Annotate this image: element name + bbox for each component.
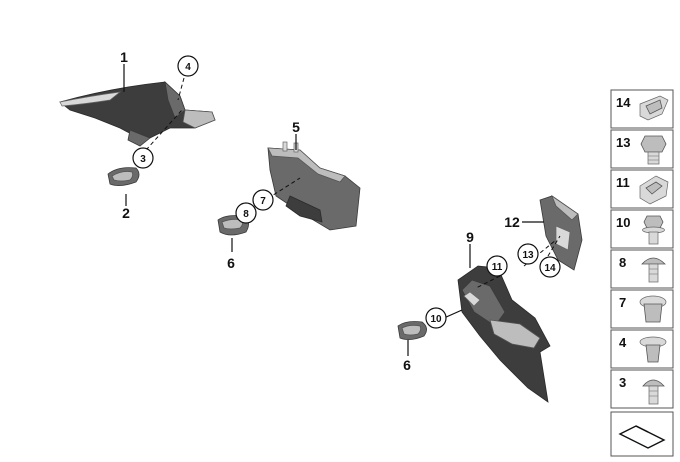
label-2: 2	[122, 205, 130, 221]
flange-bolt-icon	[642, 215, 665, 245]
callout-8: 8	[235, 202, 257, 224]
svg-text:11: 11	[492, 262, 503, 273]
svg-text:3: 3	[140, 154, 146, 165]
legend-label-7: 7	[619, 295, 626, 310]
svg-text:14: 14	[544, 263, 556, 274]
hardware-legend: 14 13 11 10 8 7 4 3	[610, 89, 674, 457]
legend-label-10: 10	[616, 215, 630, 230]
legend-label-14: 14	[616, 95, 631, 110]
screw-icon	[642, 379, 665, 405]
clip-nut-icon	[639, 175, 669, 205]
svg-text:4: 4	[185, 62, 191, 73]
svg-text:10: 10	[430, 314, 442, 325]
callout-14: 14	[539, 256, 561, 278]
callout-4: 4	[177, 55, 199, 77]
callout-13: 13	[517, 243, 539, 265]
callout-3: 3	[132, 147, 154, 169]
label-5: 5	[292, 119, 300, 135]
hex-bolt-icon	[640, 135, 667, 165]
callout-11: 11	[486, 255, 508, 277]
part-2-cap	[107, 167, 140, 186]
label-1: 1	[120, 49, 128, 65]
legend-label-11: 11	[616, 175, 630, 190]
callout-10: 10	[425, 307, 447, 329]
svg-text:13: 13	[522, 250, 534, 261]
label-6a: 6	[227, 255, 235, 271]
clip-icon	[639, 95, 669, 121]
pan-screw-icon	[641, 257, 666, 283]
callout-7: 7	[252, 189, 274, 211]
label-6b: 6	[403, 357, 411, 373]
label-12: 12	[504, 214, 520, 230]
legend-label-4: 4	[619, 335, 627, 350]
legend-label-13: 13	[616, 135, 630, 150]
part-1-trim-panel	[59, 80, 216, 147]
part-12-bracket	[539, 194, 583, 271]
part-6b-plug	[397, 321, 427, 340]
expansion-nut-icon	[639, 295, 667, 323]
svg-text:8: 8	[243, 209, 249, 220]
legend-label-3: 3	[619, 375, 626, 390]
svg-text:7: 7	[260, 196, 266, 207]
part-symbol-icon	[618, 425, 666, 449]
label-9: 9	[466, 229, 474, 245]
push-clip-icon	[639, 336, 667, 363]
part-5-bracket	[267, 141, 361, 231]
legend-label-8: 8	[619, 255, 626, 270]
part-9-pillar-trim	[457, 265, 551, 403]
